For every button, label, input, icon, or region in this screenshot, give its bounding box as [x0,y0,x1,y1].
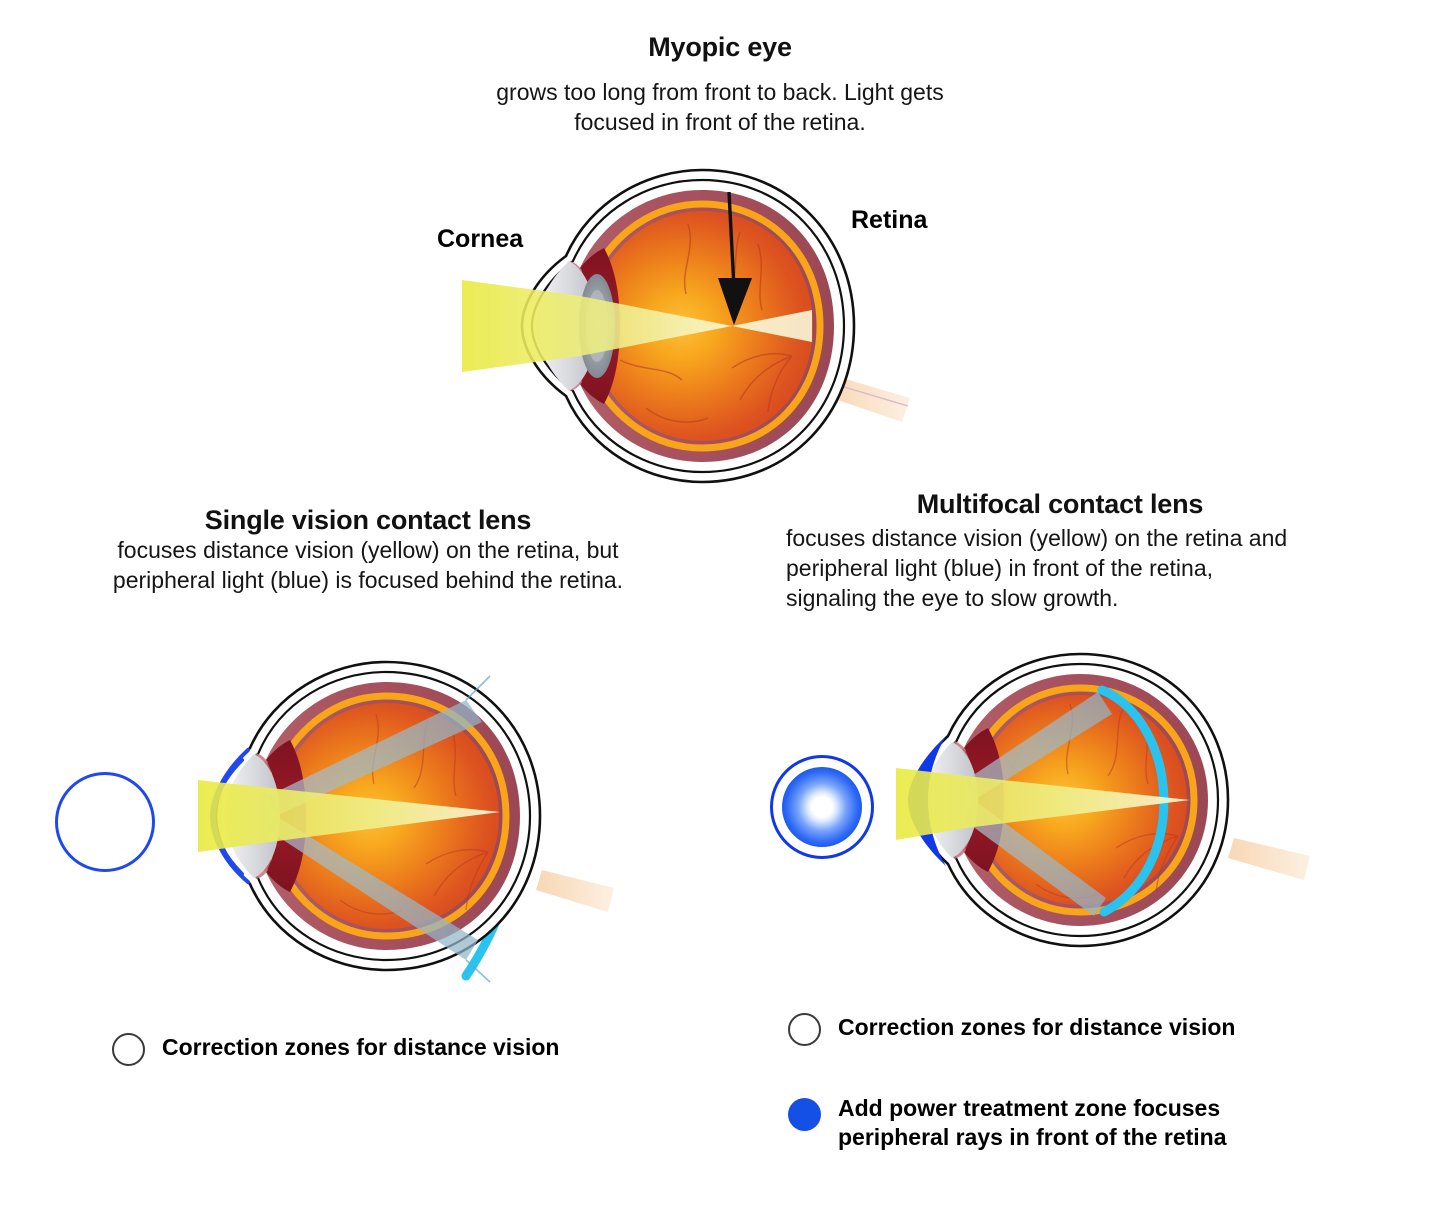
distance-vision-beam [198,780,500,852]
retina-label: Retina [851,206,928,234]
legend-label: Add power treatment zone focuses periphe… [838,1094,1227,1152]
multifocal-lens-icon [770,755,874,859]
legend-item-correction-zones-left: Correction zones for distance vision [112,1033,672,1066]
multifocal-description-line3: signaling the eye to slow growth. [786,584,1119,611]
multifocal-title: Multifocal contact lens [916,489,1204,519]
legend-label: Correction zones for distance vision [838,1014,1236,1040]
legend-label-line2: peripheral rays in front of the retina [838,1123,1227,1150]
myopic-eye-description: grows too long from front to back. Light… [420,78,1020,138]
cornea-label: Cornea [437,225,524,253]
single-vision-lens-icon [55,772,155,872]
myopic-eye-description-line2: focused in front of the retina. [574,108,866,135]
peripheral-ray-cones [964,692,1112,916]
optic-nerve [536,870,614,912]
single-vision-description-line2: peripheral light (blue) is focused behin… [112,566,624,593]
multifocal-description-line2: peripheral light (blue) in front of the … [786,554,1214,581]
myopic-eye-illustration [462,168,910,484]
legend-label-line1: Add power treatment zone focuses [838,1095,1221,1121]
optic-nerve [1228,838,1310,880]
hollow-circle-icon [112,1033,145,1066]
add-power-zone-gradient [782,767,862,847]
single-vision-description-line1: focuses distance vision (yellow) on the … [117,537,619,563]
single-vision-description: focuses distance vision (yellow) on the … [58,536,678,596]
optic-nerve [826,375,910,422]
legend-label: Correction zones for distance vision [162,1034,560,1060]
multifocal-eye-illustration [896,652,1310,948]
peripheral-ray-cones [268,675,491,983]
legend-item-correction-zones-right: Correction zones for distance vision [788,1013,1318,1046]
single-vision-eye-illustration [198,660,614,983]
hollow-circle-icon [788,1013,821,1046]
legend-item-add-power-zone: Add power treatment zone focuses periphe… [788,1094,1318,1152]
myopic-eye-description-line1: grows too long from front to back. Light… [496,79,944,105]
retinal-vessels [619,223,793,423]
single-vision-title: Single vision contact lens [204,505,532,535]
distance-vision-beam [896,768,1190,840]
blue-filled-circle-icon [788,1098,821,1131]
distance-vision-beam [462,280,812,372]
multifocal-description: focuses distance vision (yellow) on the … [786,524,1376,614]
down-arrow-icon [718,191,752,325]
myopic-eye-title: Myopic eye [648,32,792,62]
peripheral-focus-arc-in-front-of-retina [1097,685,1169,917]
multifocal-description-line1: focuses distance vision (yellow) on the … [786,525,1288,551]
